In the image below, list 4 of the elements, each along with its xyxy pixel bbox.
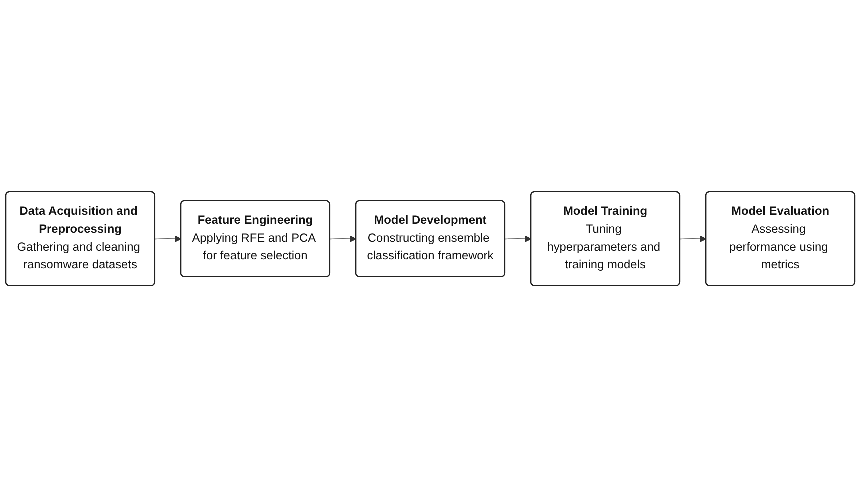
arrow <box>330 236 357 242</box>
arrow <box>504 236 532 242</box>
arrow <box>680 236 707 242</box>
arrow <box>154 236 182 242</box>
